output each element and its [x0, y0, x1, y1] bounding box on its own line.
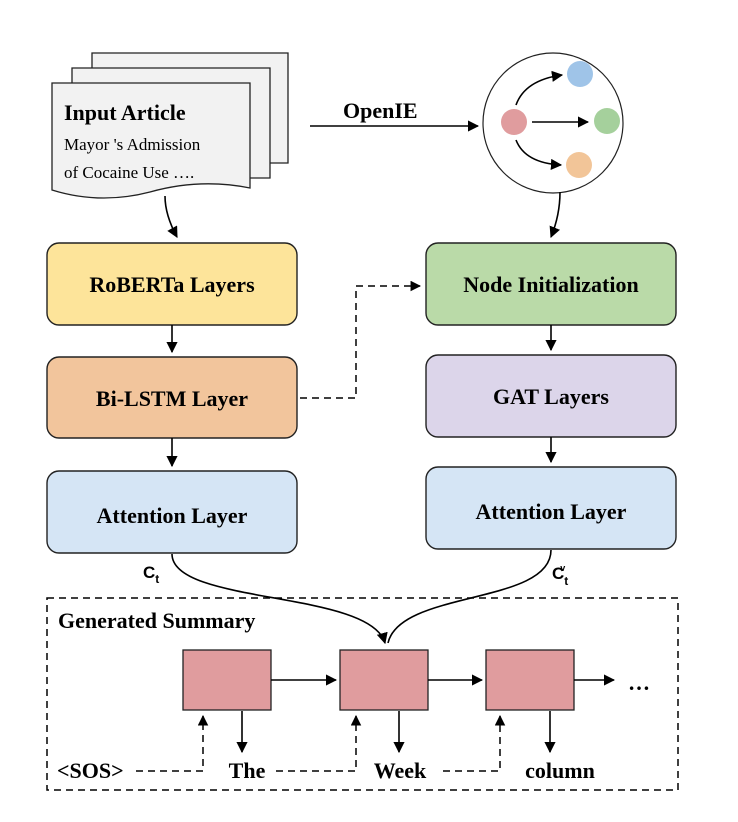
input-article-line1: Mayor 's Admission — [64, 135, 201, 154]
graph-node-blue — [567, 61, 593, 87]
openie-label: OpenIE — [343, 98, 418, 123]
generated-summary-title: Generated Summary — [58, 608, 255, 633]
decoder-cell-3 — [485, 649, 575, 711]
decoder-cell-2 — [339, 649, 429, 711]
token-sos: <SOS> — [57, 758, 124, 783]
decoder-cell-1 — [182, 649, 272, 711]
generated-summary-box — [46, 597, 679, 791]
left-attention-layer-box — [46, 470, 298, 554]
token-the: The — [229, 758, 266, 783]
left-attention-layer-label: Attention Layer — [97, 503, 248, 528]
gat-layers-label: GAT Layers — [493, 384, 609, 409]
graph-edge-orange — [515, 139, 563, 171]
context-vector-right-label: Ctv — [552, 563, 568, 588]
right-attention-layer-box — [425, 466, 677, 550]
graph-to-node-init-arrow — [549, 191, 561, 239]
graph-node-green — [594, 108, 620, 134]
bilstm-to-node-init-dashed-arrow — [300, 280, 422, 399]
week-input-dashed-arrow — [443, 714, 506, 772]
knowledge-graph — [482, 52, 624, 194]
graph-node-source — [501, 109, 527, 135]
context-vector-left-label: Ct — [143, 563, 159, 586]
token-week: Week — [374, 758, 427, 783]
continuation-ellipsis: … — [628, 670, 650, 695]
node-initialization-label: Node Initialization — [463, 272, 638, 297]
right-attention-layer-label: Attention Layer — [476, 499, 627, 524]
right-context-arrow — [387, 549, 552, 644]
bilstm-layer-label: Bi-LSTM Layer — [96, 386, 248, 411]
graph-node-orange — [566, 152, 592, 178]
input-article-title: Input Article — [64, 100, 186, 125]
article-to-roberta-arrow — [164, 195, 178, 238]
graph-edge-blue — [515, 70, 564, 106]
the-input-dashed-arrow — [276, 714, 362, 772]
roberta-layers-label: RoBERTa Layers — [89, 272, 255, 297]
left-context-arrow — [171, 553, 388, 645]
sos-input-dashed-arrow — [136, 714, 209, 772]
input-article-line2: of Cocaine Use …. — [64, 163, 194, 182]
input-article-document: Input Article Mayor 's Admission of Coca… — [51, 52, 289, 199]
token-column: column — [525, 758, 595, 783]
